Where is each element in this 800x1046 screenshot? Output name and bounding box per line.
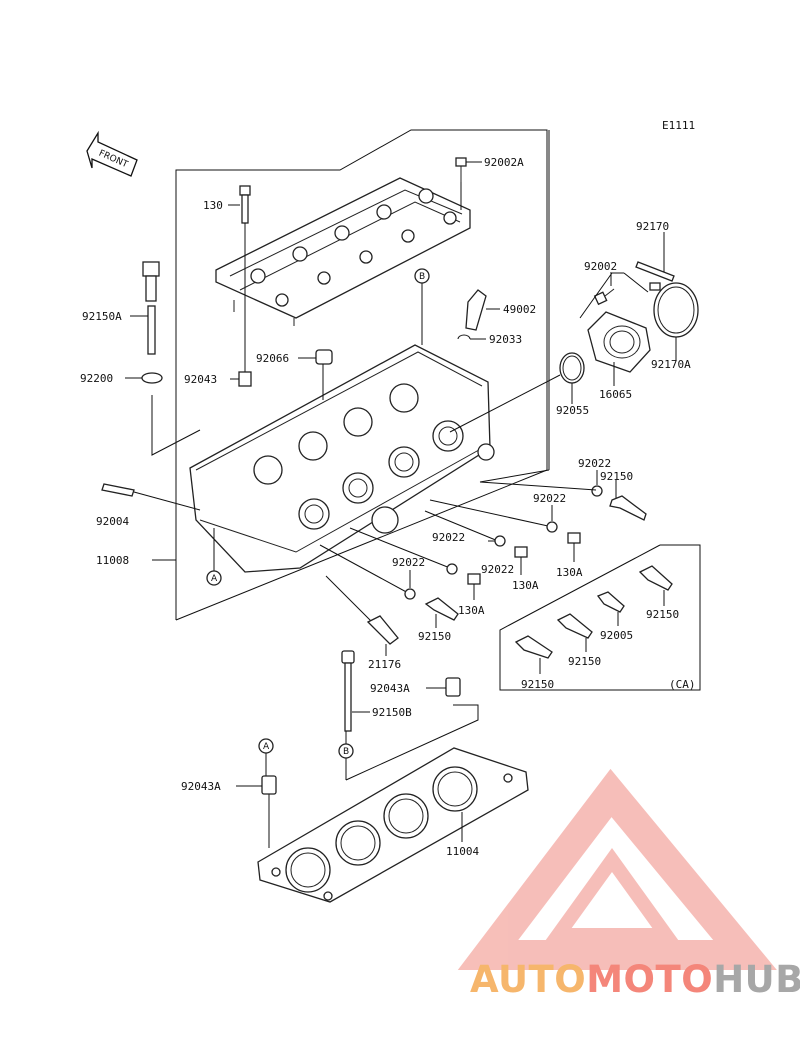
reference-circle-b-bottom: B	[338, 731, 354, 780]
label-92055: 92055	[556, 404, 589, 417]
label-92005: 92005	[600, 629, 633, 642]
part-92150B: 92150B	[341, 650, 412, 732]
circle-a-label-bottom: A	[263, 742, 270, 752]
part-130-top: 130	[203, 185, 251, 372]
part-92022-m3: 92022	[446, 563, 514, 576]
part-11008: 11008	[96, 554, 176, 567]
part-92170: 92170	[635, 220, 675, 282]
part-92170A: 92170A	[649, 282, 699, 371]
part-92022-m2: 92022	[432, 531, 506, 547]
part-130A-2: 130A	[512, 546, 539, 592]
part-92150-ca2: 92150	[556, 613, 601, 668]
part-21176: 21176	[366, 615, 401, 671]
cylinder-head	[189, 344, 495, 573]
part-92002A: 92002A	[455, 156, 524, 210]
label-92002: 92002	[584, 260, 617, 273]
label-92066: 92066	[256, 352, 289, 365]
part-92022-right: 92022	[578, 457, 611, 497]
part-92150A: 92150A	[82, 261, 160, 355]
label-21176: 21176	[368, 658, 401, 671]
reference-circle-a-top: A	[206, 528, 222, 586]
part-92022-m4: 92022	[392, 556, 425, 600]
label-92022-m3: 92022	[481, 563, 514, 576]
label-92022-right: 92022	[578, 457, 611, 470]
part-92150-ca3: 92150	[514, 635, 554, 691]
camshaft-holder	[215, 177, 471, 326]
label-92004: 92004	[96, 515, 129, 528]
part-16065: 16065	[587, 311, 651, 401]
label-92150-ca3: 92150	[521, 678, 554, 691]
label-92022-m4: 92022	[392, 556, 425, 569]
label-92200: 92200	[80, 372, 113, 385]
label-130A-1: 130A	[556, 566, 583, 579]
front-arrow-icon: FRONT	[86, 130, 138, 177]
part-130A-3: 130A	[458, 573, 485, 617]
part-92043A-top: 92043A	[370, 677, 461, 697]
part-11004-gasket: 11004	[257, 747, 529, 903]
watermark-logo-text: AUTOMOTOHUB	[470, 958, 800, 1001]
ca-note: (CA)	[669, 678, 696, 691]
part-92150-right: 92150	[600, 470, 647, 521]
label-16065: 16065	[599, 388, 632, 401]
part-92043: 92043	[184, 371, 252, 387]
reference-circle-a-bottom: A	[258, 738, 274, 776]
label-130A-2: 130A	[512, 579, 539, 592]
part-92200: 92200	[80, 372, 201, 456]
watermark-logo-mark	[457, 768, 777, 970]
label-92002A: 92002A	[484, 156, 524, 169]
label-92022-m1: 92022	[533, 492, 566, 505]
part-92150-middle: 92150	[418, 597, 459, 643]
label-92170: 92170	[636, 220, 669, 233]
label-92022-m2: 92022	[432, 531, 465, 544]
part-92043A-bottom: 92043A	[181, 775, 277, 795]
reference-circle-b-top: B	[414, 268, 430, 345]
label-92150A: 92150A	[82, 310, 122, 323]
label-130A-3: 130A	[458, 604, 485, 617]
label-92150B: 92150B	[372, 706, 412, 719]
label-11004: 11004	[446, 845, 479, 858]
label-92043A-top: 92043A	[370, 682, 410, 695]
part-92066: 92066	[256, 349, 333, 400]
circle-b-label: B	[419, 272, 425, 282]
logo-part-moto: MOTO	[586, 958, 714, 1001]
diagram-code: E1111	[662, 119, 695, 132]
logo-part-auto: AUTO	[470, 958, 587, 1001]
label-11008: 11008	[96, 554, 129, 567]
part-92002: 92002	[579, 260, 649, 319]
label-92150-ca2: 92150	[568, 655, 601, 668]
part-49002: 49002	[465, 289, 536, 331]
label-92043: 92043	[184, 373, 217, 386]
part-130A-1: 130A	[556, 532, 583, 579]
part-92004: 92004	[96, 483, 201, 528]
leader-lines	[268, 469, 701, 848]
label-92150-middle: 92150	[418, 630, 451, 643]
part-92150-ca1: 92150	[638, 565, 679, 621]
part-92005: 92005	[596, 591, 633, 642]
label-92150-ca1: 92150	[646, 608, 679, 621]
part-92055: 92055	[449, 352, 589, 433]
part-92033: 92033	[457, 333, 522, 346]
label-49002: 49002	[503, 303, 536, 316]
label-92170A: 92170A	[651, 358, 691, 371]
circle-a-label: A	[211, 574, 218, 584]
label-130: 130	[203, 199, 223, 212]
logo-part-hub: HUB	[713, 958, 800, 1001]
part-92022-m1: 92022	[533, 492, 566, 533]
label-92033: 92033	[489, 333, 522, 346]
circle-b-label-bottom: B	[343, 747, 349, 757]
label-92043A-bottom: 92043A	[181, 780, 221, 793]
label-92150-right: 92150	[600, 470, 633, 483]
